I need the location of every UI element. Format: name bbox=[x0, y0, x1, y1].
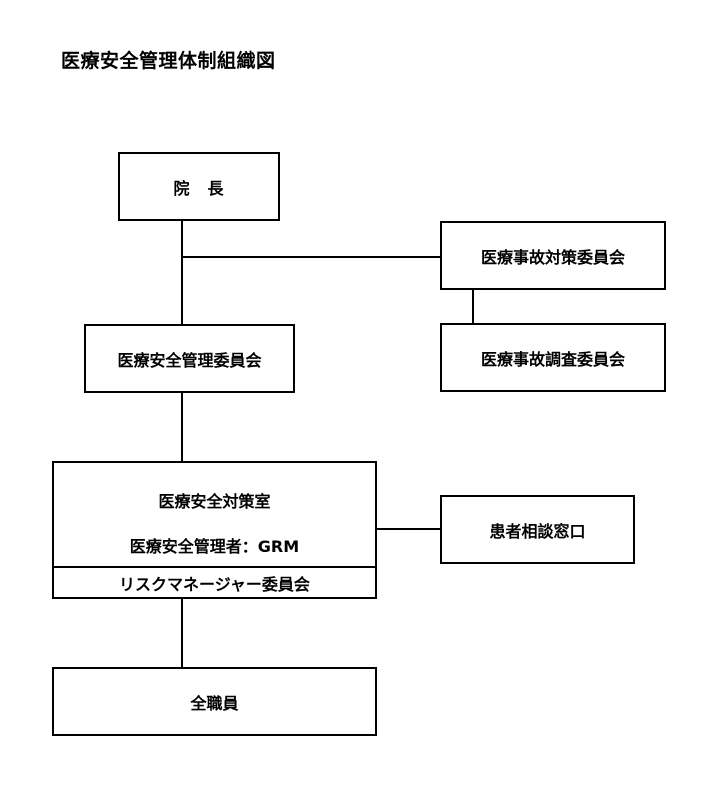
node-all-staff-label: 全職員 bbox=[190, 693, 239, 713]
page-title: 医療安全管理体制組織図 bbox=[61, 50, 276, 72]
node-safety-office-name: 医療安全対策室 bbox=[158, 492, 271, 511]
node-safety-management-committee: 医療安全管理委員会 bbox=[84, 324, 295, 393]
node-safety-office: 医療安全対策室 医療安全管理者：GRM リスクマネージャー委員会 bbox=[52, 461, 377, 599]
node-director: 院 長 bbox=[118, 152, 280, 221]
node-safety-office-manager: 医療安全管理者：GRM bbox=[129, 537, 300, 556]
node-accident-countermeasures-committee-label: 医療事故対策委員会 bbox=[480, 247, 625, 267]
node-accident-investigation-committee-label: 医療事故調査委員会 bbox=[480, 349, 625, 369]
node-risk-manager-committee: リスクマネージャー委員会 bbox=[119, 575, 310, 594]
node-accident-investigation-committee: 医療事故調査委員会 bbox=[440, 323, 666, 392]
node-safety-office-divider bbox=[54, 566, 375, 568]
node-all-staff: 全職員 bbox=[52, 667, 377, 736]
node-patient-consultation: 患者相談窓口 bbox=[440, 495, 635, 564]
node-safety-management-committee-label: 医療安全管理委員会 bbox=[117, 350, 262, 370]
node-director-label: 院 長 bbox=[173, 178, 225, 198]
node-patient-consultation-label: 患者相談窓口 bbox=[489, 521, 586, 541]
node-accident-countermeasures-committee: 医療事故対策委員会 bbox=[440, 221, 666, 290]
